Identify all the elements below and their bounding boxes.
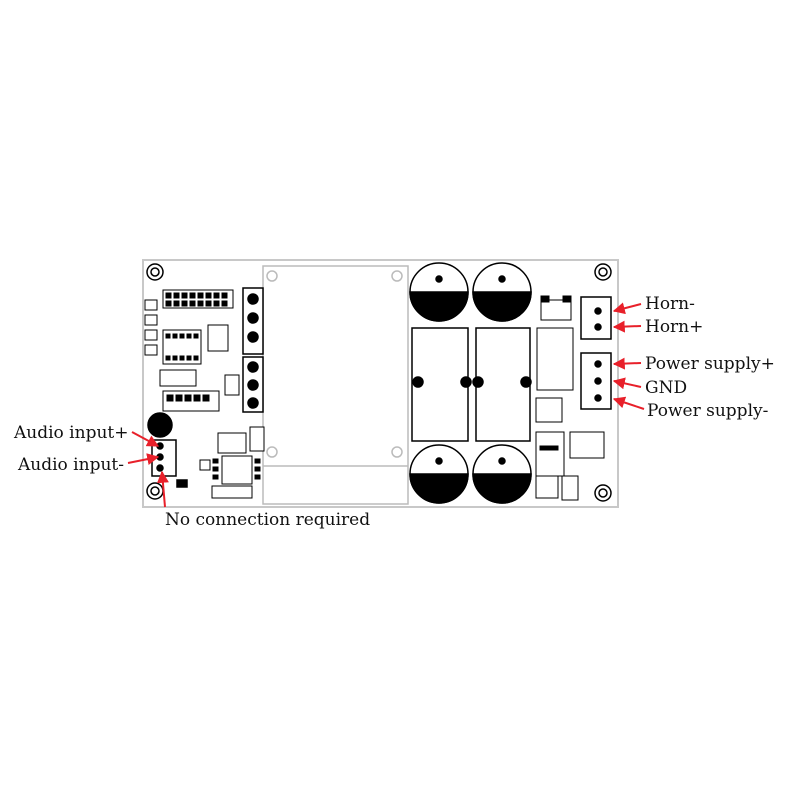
arrow-audio-minus [127, 453, 160, 466]
left-terminal-column [242, 287, 264, 413]
label-audio-input-plus: Audio input+ [13, 423, 128, 443]
label-gnd: GND [645, 378, 687, 398]
arrow-no-connection [156, 470, 169, 508]
label-power-supply-plus: Power supply+ [645, 354, 775, 374]
capacitors-bottom [409, 444, 532, 504]
arrow-power-plus [612, 357, 642, 370]
inductors [411, 327, 532, 442]
control-chip-cluster [199, 426, 265, 499]
label-horn-minus: Horn- [645, 294, 695, 314]
capacitors-top [409, 262, 532, 322]
arrow-horn-plus [612, 320, 642, 333]
label-audio-input-minus: Audio input- [17, 455, 124, 475]
output-terminal [580, 296, 612, 340]
arrow-audio-plus [131, 431, 160, 447]
arrow-power-minus [612, 396, 645, 410]
power-terminal [580, 352, 612, 410]
label-no-connection-required: No connection required [165, 510, 370, 530]
right-components [535, 295, 605, 501]
arrow-horn-minus [612, 302, 642, 315]
label-power-supply-minus: Power supply- [647, 401, 768, 421]
callout-arrows [127, 302, 645, 508]
arrow-gnd [612, 377, 642, 390]
left-components [144, 289, 240, 412]
label-horn-plus: Horn+ [645, 317, 703, 337]
